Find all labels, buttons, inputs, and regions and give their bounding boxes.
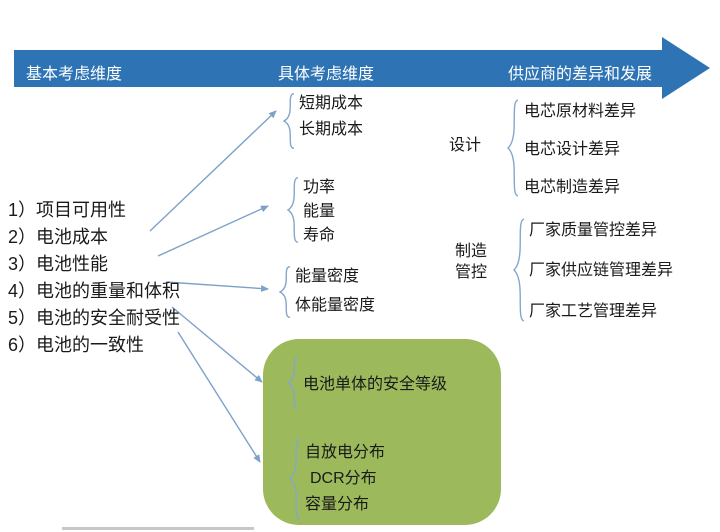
manufacturing-group-label: 管控 bbox=[455, 264, 488, 281]
safety-item: 电池单体的安全等级 bbox=[303, 376, 448, 393]
consistency-item: 容量分布 bbox=[305, 496, 370, 513]
column-header-specific: 具体考虑维度 bbox=[278, 66, 375, 83]
consistency-item: DCR分布 bbox=[310, 470, 377, 487]
manufacturing-item: 厂家供应链管理差异 bbox=[529, 262, 674, 279]
cost-item: 长期成本 bbox=[299, 121, 364, 138]
consistency-item: 自放电分布 bbox=[305, 444, 386, 461]
list-item: 2）电池成本 bbox=[8, 227, 109, 247]
list-item: 6）电池的一致性 bbox=[8, 335, 145, 355]
brace-icon bbox=[279, 266, 291, 318]
manufacturing-item: 厂家工艺管理差异 bbox=[529, 303, 658, 320]
brace-icon bbox=[287, 177, 299, 243]
bottom-edge-line bbox=[62, 527, 254, 530]
safety-consistency-panel bbox=[263, 339, 501, 525]
density-item: 能量密度 bbox=[295, 268, 360, 285]
consideration-list: 1）项目可用性 2）电池成本 3）电池性能 4）电池的重量和体积 5）电池的安全… bbox=[8, 197, 180, 359]
design-item: 电芯设计差异 bbox=[524, 141, 621, 158]
manufacturing-item: 厂家质量管控差异 bbox=[529, 222, 658, 239]
design-group-label: 设计 bbox=[449, 137, 482, 154]
density-item: 体能量密度 bbox=[295, 297, 376, 314]
design-item: 电芯制造差异 bbox=[524, 179, 621, 196]
performance-item: 寿命 bbox=[303, 227, 336, 244]
performance-item: 能量 bbox=[303, 203, 336, 220]
brace-icon bbox=[283, 93, 295, 149]
brace-icon bbox=[289, 438, 301, 520]
brace-icon bbox=[287, 357, 299, 409]
column-header-basic: 基本考虑维度 bbox=[26, 66, 123, 83]
list-item: 4）电池的重量和体积 bbox=[8, 281, 181, 301]
brace-icon bbox=[513, 218, 525, 322]
header-arrow-banner bbox=[14, 50, 662, 87]
cost-item: 短期成本 bbox=[299, 95, 364, 112]
brace-icon bbox=[507, 99, 519, 197]
list-item: 3）电池性能 bbox=[8, 254, 109, 274]
column-header-supplier: 供应商的差异和发展 bbox=[508, 66, 653, 83]
design-item: 电芯原材料差异 bbox=[524, 103, 637, 120]
header-arrow-head-icon bbox=[662, 37, 710, 99]
manufacturing-group-label: 制造 bbox=[455, 243, 488, 260]
list-item: 1）项目可用性 bbox=[8, 200, 127, 220]
list-item: 5）电池的安全耐受性 bbox=[8, 308, 181, 328]
performance-item: 功率 bbox=[303, 179, 336, 196]
